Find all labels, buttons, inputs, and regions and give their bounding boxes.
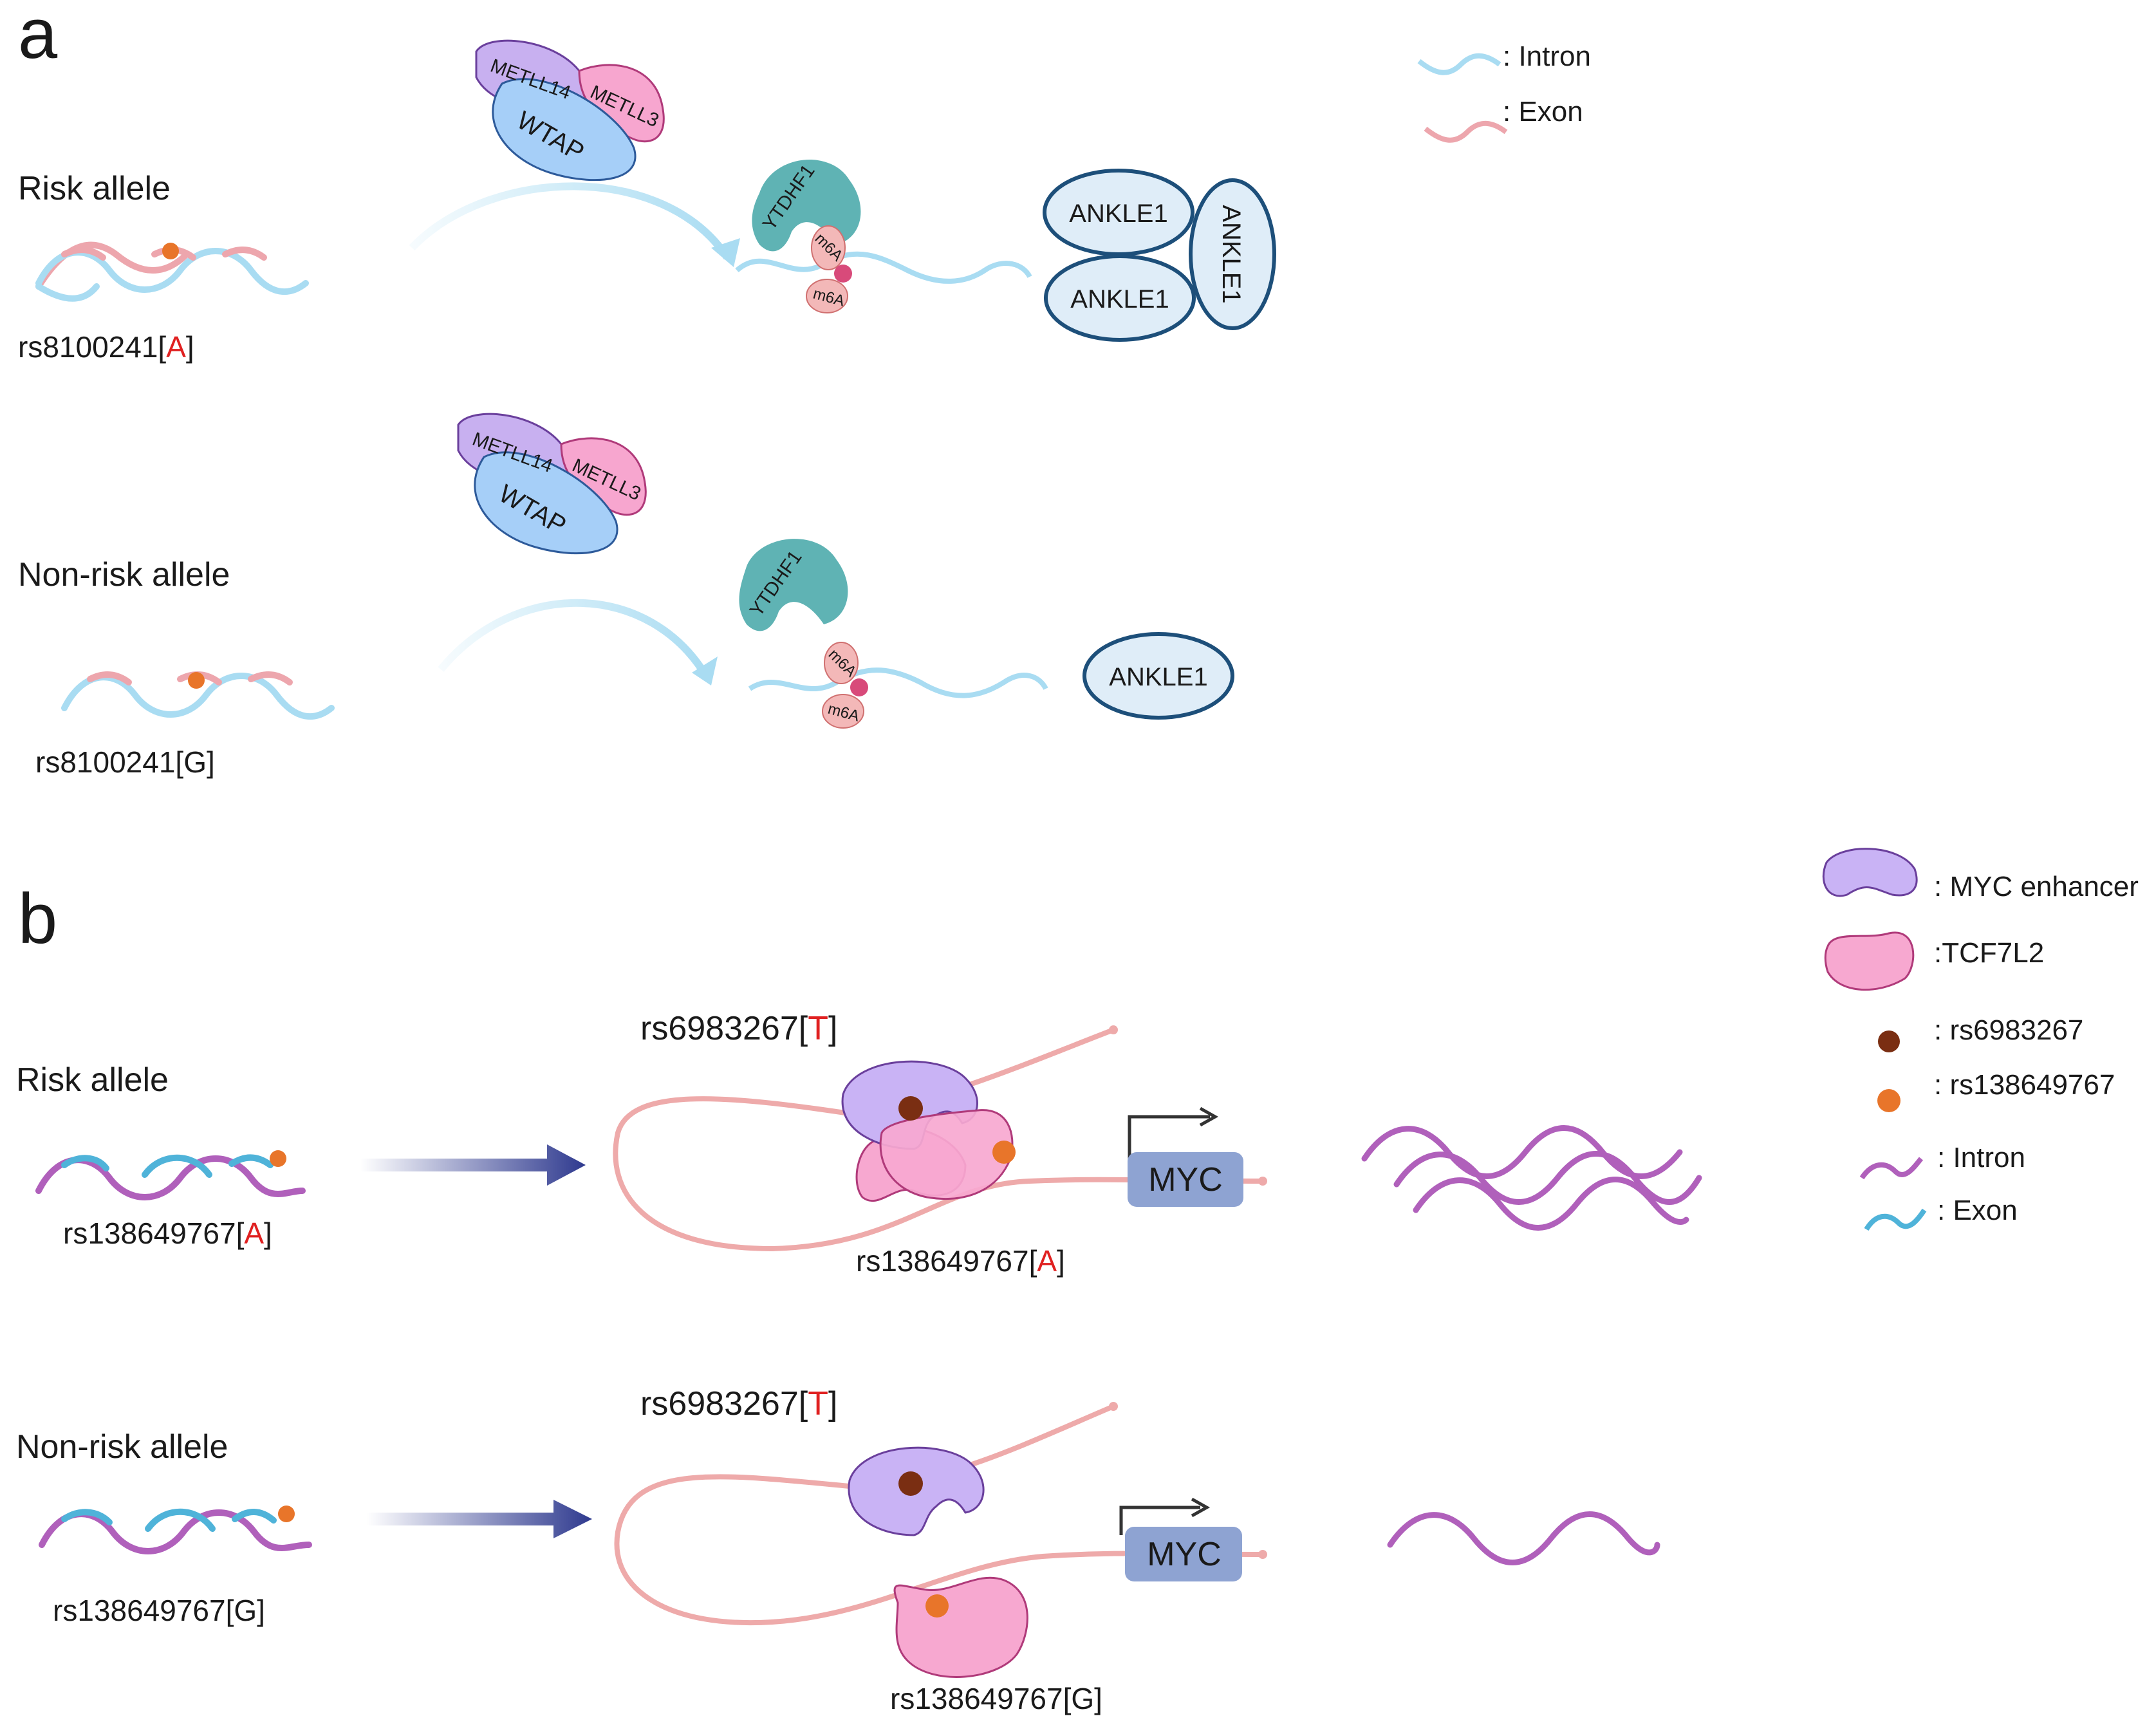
snp-dot <box>162 243 179 259</box>
myc-gene-nonrisk: MYC <box>1119 1497 1242 1581</box>
arrow-head <box>692 657 718 685</box>
intron-legend-swatch-b <box>1859 1157 1924 1180</box>
rs138649767-legend-label: : rs138649767 <box>1934 1069 2115 1101</box>
reader-complex-nonrisk: YTDHF1 m6A m6A <box>739 539 1048 729</box>
writer-complex-risk: METLL14 METLL3 WTAP <box>475 39 665 182</box>
transcripts-risk <box>1361 1125 1702 1231</box>
rs138649767-dot <box>925 1594 949 1618</box>
transcript-nonrisk <box>1387 1511 1660 1565</box>
tcf7l2-legend-swatch <box>1824 931 1915 991</box>
rs6983267-legend-label: : rs6983267 <box>1934 1014 2083 1046</box>
panel-label-a: a <box>18 0 58 73</box>
enhancer-legend-swatch <box>1822 848 1918 897</box>
rs138649767-dot <box>992 1141 1016 1164</box>
exon-legend-label-b: : Exon <box>1937 1195 2018 1226</box>
ankle1-protein <box>1044 254 1196 342</box>
nonrisk-allele-label-a: Non-risk allele <box>18 556 230 593</box>
m6a-site <box>834 265 852 283</box>
myc-box <box>1128 1152 1243 1207</box>
curved-arrow-risk-a <box>409 182 730 260</box>
ankle1-protein <box>1189 178 1276 330</box>
tcf7l2-protein <box>893 1576 1028 1678</box>
arrow-nonrisk-b <box>367 1500 592 1538</box>
ankle1-protein <box>1083 632 1234 720</box>
intron-legend-label-b: : Intron <box>1937 1142 2025 1173</box>
exon-legend-swatch-a <box>1424 120 1508 143</box>
ankle1-label: ANKLE1 <box>1217 205 1245 303</box>
exon-legend-label-a: : Exon <box>1503 96 1583 127</box>
risk-allele-label-a: Risk allele <box>18 170 171 207</box>
rs138649767-legend-dot <box>1877 1089 1900 1112</box>
tcf-snp-label-risk: rs138649767[A] <box>856 1244 1065 1278</box>
nonrisk-allele-label-b: Non-risk allele <box>16 1428 228 1466</box>
enh-snp-label-risk: rs6983267[T] <box>640 1010 837 1047</box>
ankle1-label: ANKLE1 <box>1109 663 1207 691</box>
enh-snp-label-nonrisk: rs6983267[T] <box>640 1385 837 1422</box>
snp-dot <box>278 1506 295 1522</box>
ankle1-label: ANKLE1 <box>1069 200 1167 228</box>
myc-box <box>1125 1527 1242 1581</box>
risk-snp-label-b: rs138649767[A] <box>63 1217 272 1250</box>
tcf7l2-legend-label: :TCF7L2 <box>1934 937 2044 969</box>
myc-gene-risk: MYC <box>1128 1106 1243 1207</box>
tcf-snp-label-nonrisk: rs138649767[G] <box>890 1682 1102 1715</box>
risk-dna-strand-b <box>35 1154 306 1200</box>
arrow-head <box>711 238 740 267</box>
snp-dot <box>270 1150 286 1167</box>
ankle1-protein <box>1043 169 1194 256</box>
m6a-site <box>850 678 868 696</box>
intron-legend-label-a: : Intron <box>1503 41 1591 72</box>
rs6983267-dot <box>898 1471 923 1496</box>
arrow-risk-b <box>360 1144 586 1186</box>
ankle1-cluster: ANKLE1 ANKLE1 ANKLE1 <box>1043 169 1276 342</box>
exon-legend-swatch-b <box>1864 1208 1927 1231</box>
panel-label-b: b <box>18 879 57 958</box>
risk-snp-label-a: rs8100241[A] <box>18 330 194 364</box>
rs6983267-legend-dot <box>1878 1030 1900 1052</box>
myc-label: MYC <box>1147 1536 1222 1573</box>
reader-complex-risk: YTDHF1 m6A m6A <box>735 159 1032 313</box>
nonrisk-snp-label-a: rs8100241[G] <box>35 745 215 779</box>
rs6983267-dot <box>898 1096 923 1121</box>
nonrisk-snp-label-b: rs138649767[G] <box>53 1594 265 1627</box>
ankle1-label: ANKLE1 <box>1070 285 1169 313</box>
curved-arrow-nonrisk-a <box>438 599 712 682</box>
snp-dot <box>188 672 205 689</box>
intron-legend-swatch-a <box>1417 53 1501 75</box>
enhancer-legend-label: : MYC enhancer <box>1934 871 2139 902</box>
risk-allele-label-b: Risk allele <box>16 1061 169 1099</box>
myc-label: MYC <box>1148 1161 1223 1198</box>
nonrisk-dna-strand-b <box>39 1508 312 1554</box>
writer-complex-nonrisk: METLL14 METLL3 WTAP <box>457 413 647 555</box>
